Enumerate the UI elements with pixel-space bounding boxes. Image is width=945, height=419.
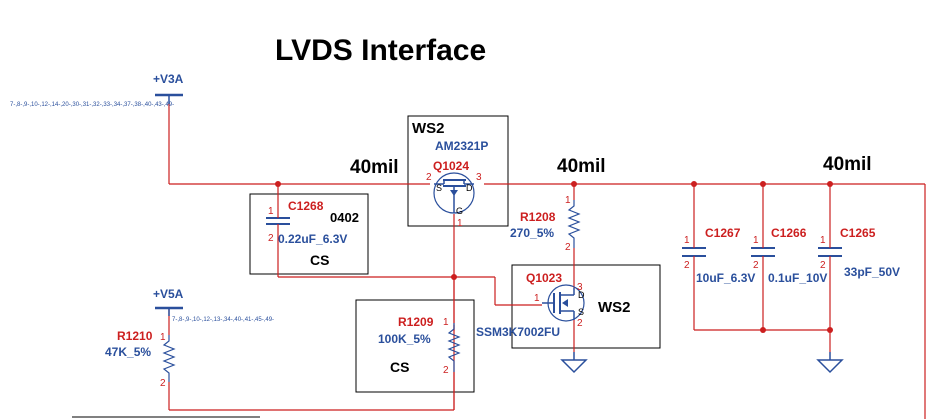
q1024-pin-label: S [436, 183, 442, 193]
r1210-ref: R1210 [117, 329, 153, 343]
v3a-power-symbol [155, 93, 183, 104]
c1267-pin: 2 [684, 260, 690, 271]
r1208-pin: 1 [565, 195, 571, 206]
junctions [275, 181, 833, 333]
q1024-ref: Q1024 [433, 159, 469, 173]
r1209-box [355, 299, 475, 393]
q1024-pin-label: D [466, 183, 473, 193]
c1268-value: 0.22uF_6.3V [278, 232, 347, 246]
r1210-resistor-symbol [162, 335, 176, 382]
c1268-size: 0402 [330, 210, 359, 225]
r1209-pin: 1 [443, 317, 449, 328]
v5a-net-name: +V5A [153, 287, 184, 301]
q1024-pin: 2 [426, 172, 432, 183]
r1209-resistor-symbol [447, 323, 461, 410]
r1210-pin: 1 [160, 332, 166, 343]
c1265-value: 33pF_50V [844, 265, 900, 279]
c1267-capacitor-symbol [682, 240, 706, 264]
r1209-value: 100K_5% [378, 332, 431, 346]
c1267-value: 10uF_6.3V [696, 271, 755, 285]
v5a-pin-list: 7-,8-,9-,10-,12-,13-,34-,40-,41-,45-,49- [172, 317, 274, 323]
c1266-pin: 2 [753, 260, 759, 271]
v3a-pin-list: 7-,8-,9-,10-,12-,14-,20-,30-,31-,32-,33-… [10, 102, 174, 108]
c1265-pin: 2 [820, 260, 826, 271]
q1024-box [407, 115, 509, 227]
r1210-value: 47K_5% [105, 345, 151, 359]
c1268-group: CS [310, 252, 329, 268]
c1267-pin: 1 [684, 235, 690, 246]
r1209-pin: 2 [443, 365, 449, 376]
q1024-group: WS2 [412, 120, 445, 137]
c1265-ref: C1265 [840, 226, 876, 240]
q1023-pin-label: D [578, 290, 585, 300]
q1023-mosfet-symbol [542, 284, 585, 322]
c1266-pin: 1 [753, 235, 759, 246]
q1023-part: SSM3K7002FU [476, 325, 560, 339]
trace-width-label: 40mil [350, 157, 399, 178]
q1023-pin: 3 [577, 282, 583, 293]
c1268-ref: C1268 [288, 199, 324, 213]
c1267-ref: C1267 [705, 226, 741, 240]
q1023-ref: Q1023 [526, 271, 562, 285]
v5a-power-symbol [155, 306, 183, 316]
q1023-box [511, 264, 661, 349]
c1265-capacitor-symbol [818, 240, 842, 264]
trace-width-label: 40mil [557, 156, 606, 177]
c1268-pin: 1 [268, 206, 274, 217]
r1209-group: CS [390, 359, 409, 375]
c1266-value: 0.1uF_10V [768, 271, 827, 285]
r1208-value: 270_5% [510, 226, 554, 240]
c1268-box [249, 193, 369, 275]
v3a-net-name: +V3A [153, 72, 184, 86]
r1208-resistor-symbol [567, 200, 581, 248]
c1268-pin: 2 [268, 233, 274, 244]
q1024-part: AM2321P [435, 139, 488, 153]
q1024-pin: 1 [457, 218, 463, 229]
q1023-pin: 2 [577, 318, 583, 329]
ground-symbol [560, 352, 588, 374]
c1266-capacitor-symbol [751, 240, 775, 264]
wires [168, 103, 926, 419]
q1024-pin-label: G [456, 206, 463, 216]
ground-symbol [816, 352, 844, 374]
q1024-pin: 3 [476, 172, 482, 183]
q1024-mosfet-symbol [433, 172, 475, 214]
schematic-title: LVDS Interface [275, 34, 486, 67]
c1268-capacitor-symbol [266, 208, 290, 233]
r1208-pin: 2 [565, 242, 571, 253]
c1265-pin: 1 [820, 235, 826, 246]
r1210-pin: 2 [160, 378, 166, 389]
r1209-ref: R1209 [398, 315, 434, 329]
r1208-ref: R1208 [520, 210, 556, 224]
q1023-pin-label: S [578, 307, 584, 317]
q1023-group: WS2 [598, 299, 631, 316]
q1023-pin: 1 [534, 293, 540, 304]
c1266-ref: C1266 [771, 226, 807, 240]
trace-width-label: 40mil [823, 154, 872, 175]
